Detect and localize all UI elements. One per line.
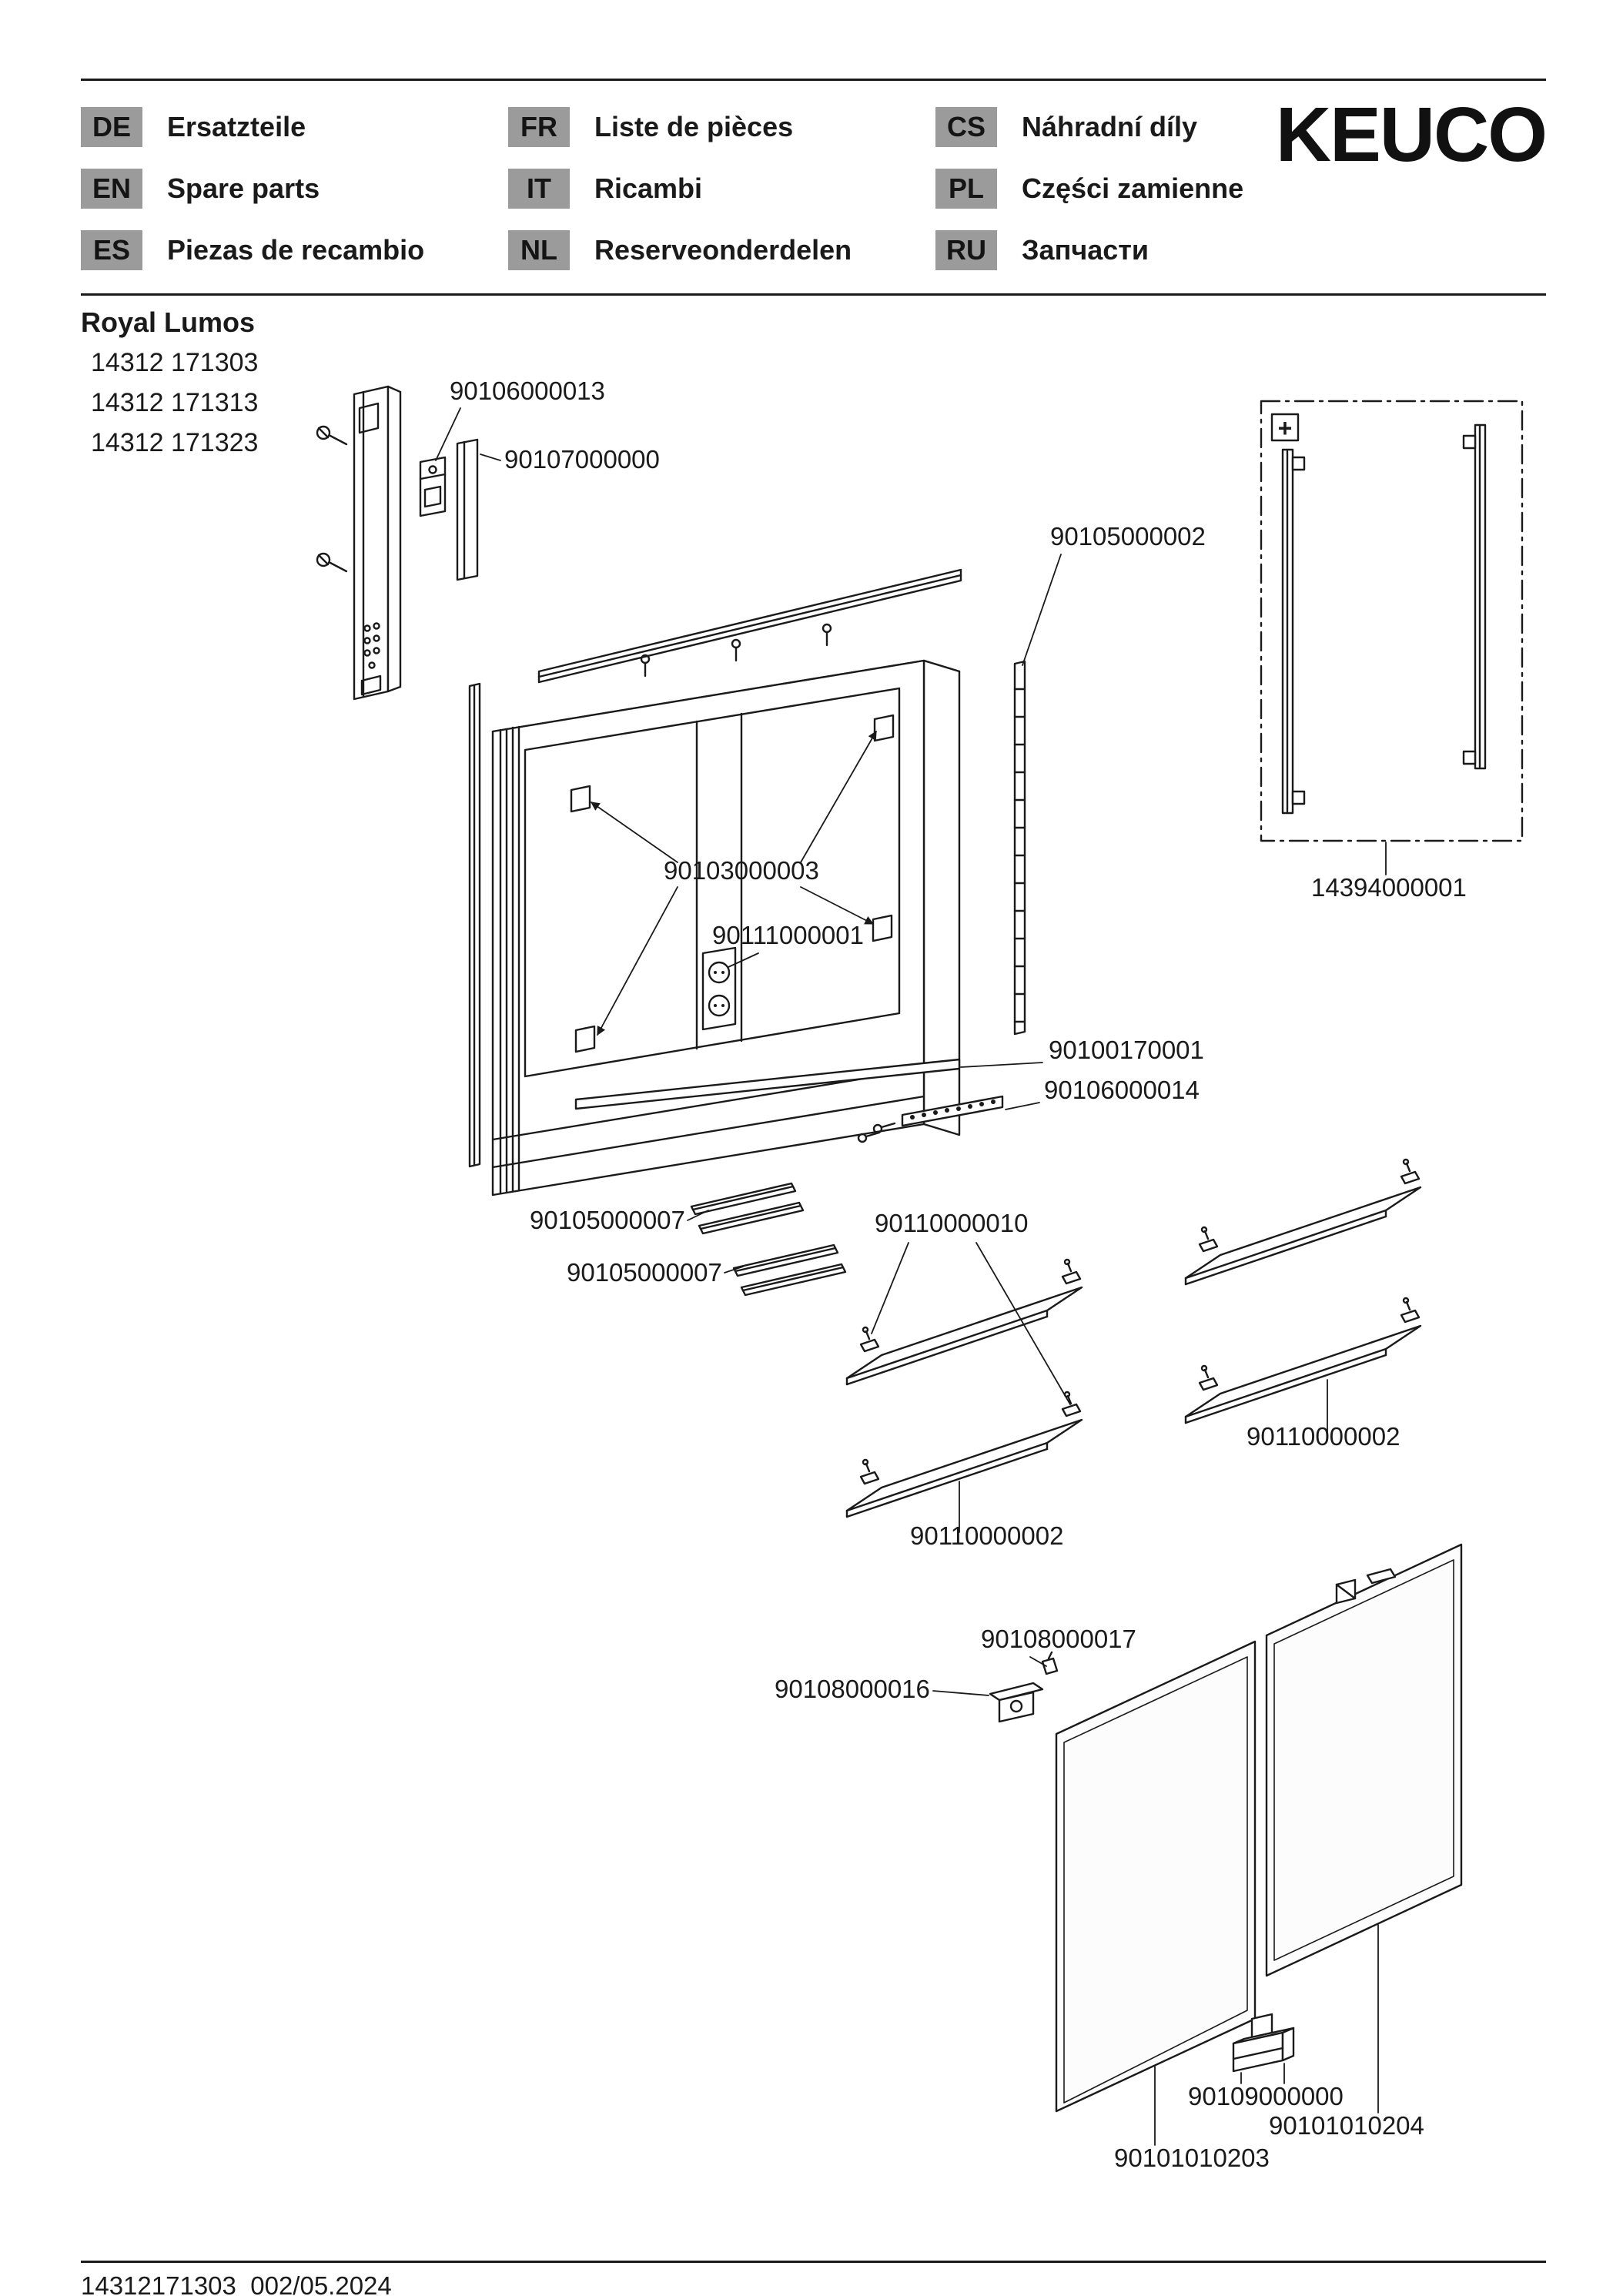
led-strip-part bbox=[857, 1095, 1004, 1143]
part-label-door-left: 90101010203 bbox=[1114, 2144, 1270, 2172]
lang-badge-en: EN bbox=[81, 169, 142, 209]
bottom-profile-part bbox=[574, 1058, 961, 1110]
socket-module bbox=[701, 946, 737, 1031]
part-label-socket-module: 90111000001 bbox=[712, 921, 864, 949]
lang-label-nl: Reserveonderdelen bbox=[594, 234, 852, 266]
mirror-door-left bbox=[1055, 1640, 1257, 2113]
part-label-hinge-mount: 90108000016 bbox=[775, 1675, 930, 1703]
hinge-plate-part bbox=[419, 456, 447, 517]
cover-profile-part bbox=[456, 438, 479, 581]
part-label-bottom-profile: 90100170001 bbox=[1049, 1036, 1204, 1064]
part-label-door-right: 90101010204 bbox=[1269, 2111, 1424, 2140]
top-cover-strip bbox=[537, 568, 962, 684]
header-rule bbox=[81, 293, 1546, 296]
part-label-door-damper: 90109000000 bbox=[1188, 2082, 1344, 2110]
top-rule bbox=[81, 79, 1546, 81]
part-label-hinge-small: 90108000017 bbox=[981, 1625, 1136, 1653]
wall-mounting-profile bbox=[353, 385, 402, 701]
glass-clip-profiles-lower bbox=[732, 1243, 847, 1297]
plus-symbol: + bbox=[1278, 414, 1293, 442]
lang-badge-cs: CS bbox=[935, 107, 997, 147]
lang-de: DE Ersatzteile bbox=[81, 107, 306, 147]
handle-left bbox=[1281, 448, 1306, 815]
lang-label-pl: Części zamienne bbox=[1022, 172, 1244, 204]
lang-nl: NL Reserveonderdelen bbox=[508, 230, 852, 270]
product-series: Royal Lumos bbox=[81, 306, 256, 338]
lang-badge-de: DE bbox=[81, 107, 142, 147]
part-label-shelf-set: 90110000010 bbox=[875, 1209, 1028, 1237]
lang-label-de: Ersatzteile bbox=[167, 111, 306, 142]
glass-shelf-right-lower bbox=[1184, 1297, 1422, 1424]
glass-clip-profiles-upper bbox=[690, 1182, 805, 1235]
door-damper-part bbox=[1232, 2013, 1295, 2073]
lang-label-es: Piezas de recambio bbox=[167, 234, 425, 266]
lang-badge-fr: FR bbox=[508, 107, 570, 147]
top-screws bbox=[640, 623, 832, 678]
leader-lines bbox=[435, 407, 1387, 2146]
lang-label-ru: Запчасти bbox=[1022, 234, 1149, 266]
lang-it: IT Ricambi bbox=[508, 169, 702, 209]
side-light-profile-right bbox=[1013, 660, 1026, 1036]
lang-es: ES Piezas de recambio bbox=[81, 230, 424, 270]
part-label-hinge-set: 90103000003 bbox=[664, 856, 819, 885]
part-labels: 90106000013 90107000000 90105000002 9010… bbox=[450, 377, 1467, 2172]
document-number: 14312171303_002/05.2024 bbox=[81, 2271, 392, 2296]
lang-label-cs: Náhradní díly bbox=[1022, 111, 1198, 142]
lang-fr: FR Liste de pièces bbox=[508, 107, 793, 147]
lang-en: EN Spare parts bbox=[81, 169, 320, 209]
part-label-handle-kit: 14394000001 bbox=[1311, 873, 1467, 902]
glass-shelf-center-lower bbox=[845, 1391, 1083, 1518]
part-label-light-profile: 90105000002 bbox=[1050, 522, 1206, 551]
lang-cs: CS Náhradní díly bbox=[935, 107, 1197, 147]
part-label-glass-profile-lower: 90105000007 bbox=[567, 1258, 722, 1287]
model-number: 14312 171303 bbox=[91, 348, 259, 377]
hinge-pin-part bbox=[1041, 1651, 1059, 1675]
keuco-logo: KEUCO bbox=[1275, 92, 1548, 178]
lang-label-fr: Liste de pièces bbox=[594, 111, 794, 142]
part-label-led-strip: 90106000014 bbox=[1044, 1076, 1200, 1104]
lang-label-it: Ricambi bbox=[594, 172, 703, 204]
mounting-screws bbox=[316, 425, 348, 573]
part-label-glass-profile-upper: 90105000007 bbox=[530, 1206, 685, 1234]
handle-kit-box bbox=[1260, 400, 1524, 842]
lang-badge-it: IT bbox=[508, 169, 570, 209]
lang-badge-es: ES bbox=[81, 230, 142, 270]
part-label-hinge-plate: 90106000013 bbox=[450, 377, 605, 405]
lang-badge-nl: NL bbox=[508, 230, 570, 270]
plus-icon bbox=[1270, 413, 1300, 442]
lang-label-en: Spare parts bbox=[167, 172, 320, 204]
part-label-cover-profile: 90107000000 bbox=[504, 445, 660, 474]
mirror-door-right bbox=[1265, 1543, 1463, 1977]
part-label-shelf-right: 90110000002 bbox=[1247, 1422, 1400, 1451]
model-number: 14312 171323 bbox=[91, 428, 259, 457]
cabinet-body bbox=[491, 659, 961, 1197]
lang-ru: RU Запчасти bbox=[935, 230, 1149, 270]
hinge-mount-part bbox=[989, 1682, 1044, 1723]
footer-rule bbox=[81, 2261, 1546, 2263]
lang-badge-pl: PL bbox=[935, 169, 997, 209]
hinge-clip-part bbox=[1335, 1568, 1397, 1605]
lang-badge-ru: RU bbox=[935, 230, 997, 270]
part-label-shelf-center: 90110000002 bbox=[910, 1521, 1063, 1550]
lang-pl: PL Części zamienne bbox=[935, 169, 1243, 209]
handle-right bbox=[1462, 423, 1487, 770]
glass-shelf-right-upper bbox=[1184, 1158, 1422, 1286]
model-number: 14312 171313 bbox=[91, 388, 259, 417]
side-light-profile-left bbox=[468, 682, 481, 1168]
glass-shelf-center-upper bbox=[845, 1258, 1083, 1386]
